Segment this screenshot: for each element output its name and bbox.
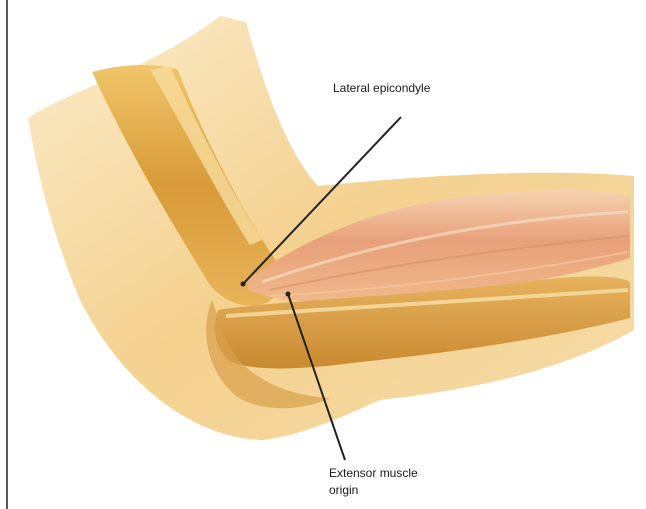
extensor-origin-point xyxy=(286,292,291,297)
lateral-epicondyle-label: Lateral epicondyle xyxy=(333,80,430,97)
extensor-origin-label-line1: Extensor muscle xyxy=(329,465,418,482)
lateral-epicondyle-point xyxy=(241,282,246,287)
extensor-origin-label: Extensor muscle origin xyxy=(329,465,418,499)
extensor-origin-label-line2: origin xyxy=(329,482,418,499)
